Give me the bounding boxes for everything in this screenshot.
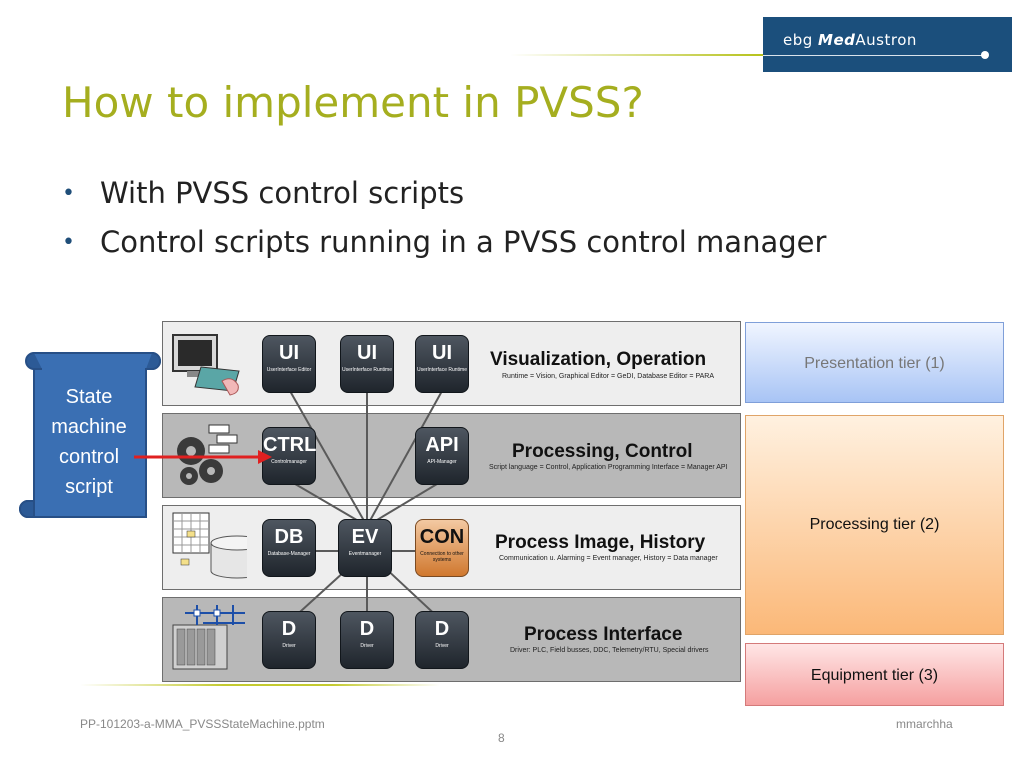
monitor-icon xyxy=(172,334,240,396)
tier-heading: Visualization, Operation xyxy=(490,349,707,370)
bullet-list: • With PVSS control scripts • Control sc… xyxy=(62,175,862,273)
footer-accent-line xyxy=(80,684,440,686)
page-number: 8 xyxy=(498,731,505,745)
api-manager: API API-Manager xyxy=(415,427,469,485)
red-arrow-icon xyxy=(134,450,272,464)
bullet-item: • With PVSS control scripts xyxy=(62,175,862,212)
ui-runtime-manager: UI UserInterface Runtime xyxy=(340,335,394,393)
plc-rack-icon xyxy=(172,605,245,670)
logo-line xyxy=(763,55,985,56)
tier-heading: Processing, Control xyxy=(512,441,693,462)
tier-heading: Process Image, History xyxy=(495,532,706,553)
db-manager: DB Database-Manager xyxy=(262,519,316,577)
slide-title: How to implement in PVSS? xyxy=(62,78,644,127)
callout-text: State machine control script xyxy=(51,386,127,498)
ctrl-manager: CTRL Controlmanager xyxy=(262,427,316,485)
bullet-dot: • xyxy=(62,181,75,206)
tier-subtitle: Communication u. Alarming = Event manage… xyxy=(499,555,718,562)
database-icon xyxy=(172,512,247,579)
tier-illustrations xyxy=(172,334,247,670)
logo-accent-line xyxy=(510,54,763,56)
processing-tier-box: Processing tier (2) xyxy=(745,415,1004,635)
logo-dot xyxy=(981,51,989,59)
equipment-tier-box: Equipment tier (3) xyxy=(745,643,1004,706)
tier-heading: Process Interface xyxy=(524,624,683,645)
medaustron-logo: ebg MedAustron xyxy=(783,31,917,49)
ui-runtime-manager: UI UserInterface Runtime xyxy=(415,335,469,393)
tier-subtitle: Script language = Control, Application P… xyxy=(489,464,728,471)
event-manager: EV Eventmanager xyxy=(338,519,392,577)
con-manager: CON Connection to other systems xyxy=(415,519,469,577)
tier-subtitle: Runtime = Vision, Graphical Editor = GeD… xyxy=(502,373,714,380)
bullet-item: • Control scripts running in a PVSS cont… xyxy=(62,224,862,261)
bullet-text: With PVSS control scripts xyxy=(100,176,465,210)
driver-manager: D Driver xyxy=(262,611,316,669)
scroll-callout-shape xyxy=(19,352,272,518)
bullet-dot: • xyxy=(62,230,75,255)
footer-author: mmarchha xyxy=(896,717,953,731)
driver-manager: D Driver xyxy=(415,611,469,669)
pvss-architecture-diagram: UI UserInterface Editor UI UserInterface… xyxy=(162,321,741,682)
driver-manager: D Driver xyxy=(340,611,394,669)
bullet-text: Control scripts running in a PVSS contro… xyxy=(100,225,827,259)
footer-filename: PP-101203-a-MMA_PVSSStateMachine.pptm xyxy=(80,717,325,731)
ui-editor-manager: UI UserInterface Editor xyxy=(262,335,316,393)
tier-subtitle: Driver: PLC, Field busses, DDC, Telemetr… xyxy=(510,647,709,654)
presentation-tier-box: Presentation tier (1) xyxy=(745,322,1004,403)
logo-box xyxy=(763,17,1012,72)
